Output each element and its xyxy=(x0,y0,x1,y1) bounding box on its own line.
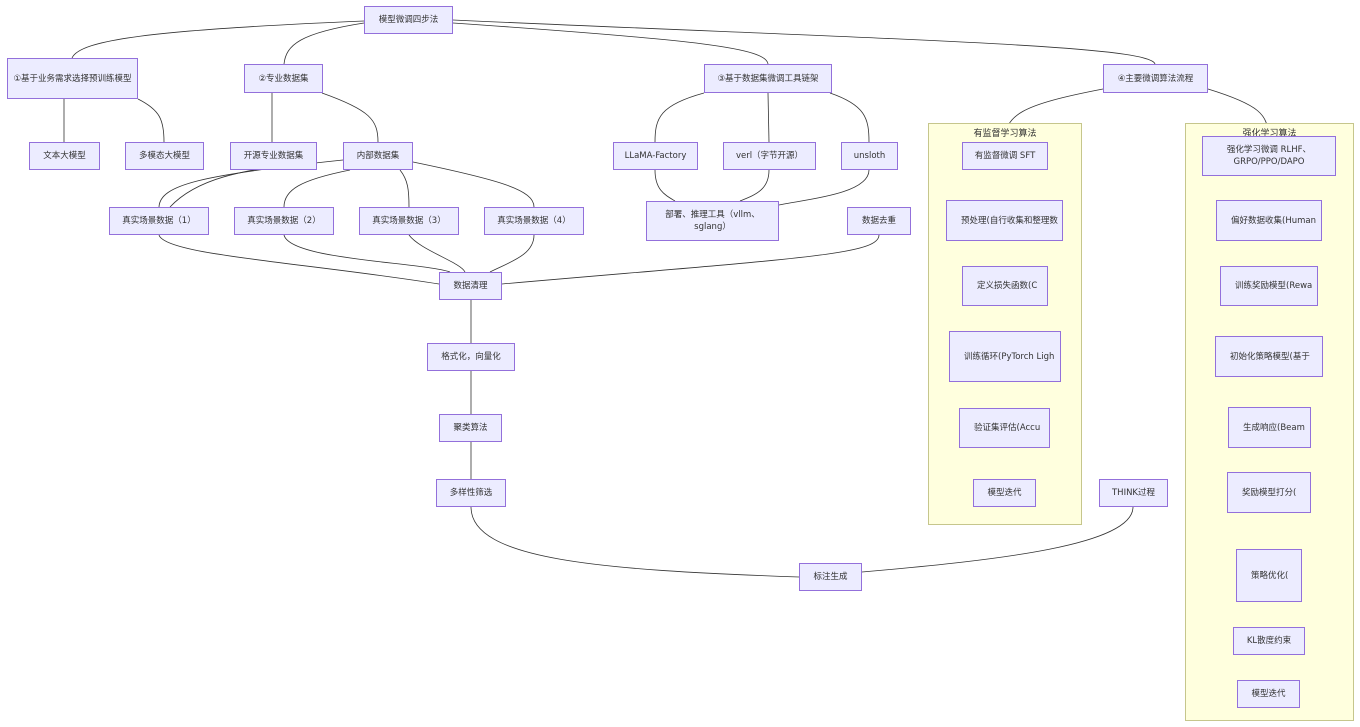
edge-internal-real4 xyxy=(412,161,535,208)
node-reward-model[interactable]: 训练奖励模型(Rewa xyxy=(1220,266,1318,306)
edge-step3-verl xyxy=(767,92,770,143)
node-unsloth[interactable]: unsloth xyxy=(841,142,898,170)
edge-real4-clean xyxy=(489,234,535,273)
subgraph-reinforcement-title: 强化学习算法 xyxy=(1242,129,1297,139)
node-rlhf[interactable]: 强化学习微调 RLHF、GRPO/PPO/DAPO xyxy=(1202,136,1336,176)
node-llama-factory[interactable]: LLaMA-Factory xyxy=(613,142,698,170)
edge-real2-clean xyxy=(283,234,451,273)
node-clustering[interactable]: 聚类算法 xyxy=(439,414,502,442)
subgraph-supervised-title: 有监督学习算法 xyxy=(973,129,1037,139)
edge-root-step1 xyxy=(71,20,365,59)
edge-unsloth-deploy xyxy=(778,169,870,206)
node-multimodal-model[interactable]: 多模态大模型 xyxy=(125,142,204,170)
node-preprocess[interactable]: 预处理(自行收集和整理数 xyxy=(946,200,1063,241)
node-real-data-3[interactable]: 真实场景数据（3） xyxy=(359,207,459,235)
node-step4[interactable]: ④主要微调算法流程 xyxy=(1103,64,1208,93)
edge-root-step4 xyxy=(452,19,1156,65)
node-step2[interactable]: ②专业数据集 xyxy=(244,64,323,93)
edge-dedupe-clean xyxy=(501,234,880,285)
node-root[interactable]: 模型微调四步法 xyxy=(364,6,453,34)
node-real-data-4[interactable]: 真实场景数据（4） xyxy=(484,207,584,235)
edge-step3-unsloth xyxy=(829,92,870,143)
node-formatting[interactable]: 格式化，向量化 xyxy=(427,343,515,371)
node-cleaning[interactable]: 数据清理 xyxy=(439,272,502,300)
node-diversity[interactable]: 多样性筛选 xyxy=(436,479,506,507)
node-val-eval[interactable]: 验证集评估(Accu xyxy=(959,408,1050,448)
node-pref-data[interactable]: 偏好数据收集(Human xyxy=(1216,200,1322,241)
edge-internal-real3 xyxy=(399,169,410,208)
node-gen-response[interactable]: 生成响应(Beam xyxy=(1228,407,1311,448)
node-real-data-2[interactable]: 真实场景数据（2） xyxy=(234,207,334,235)
node-internal-dataset[interactable]: 内部数据集 xyxy=(343,142,413,170)
edge-llama-deploy xyxy=(654,169,676,202)
edge-internal-real2 xyxy=(283,169,351,208)
edge-think-annot xyxy=(861,506,1134,573)
node-step3[interactable]: ③基于数据集微调工具链架 xyxy=(704,64,832,93)
edge-step3-llama xyxy=(654,92,705,143)
edge-root-step3 xyxy=(452,22,769,65)
node-deploy[interactable]: 部署、推理工具（vllm、sglang） xyxy=(646,201,779,241)
node-train-loop[interactable]: 训练循环(PyTorch Ligh xyxy=(949,331,1061,382)
edge-verl-deploy xyxy=(739,169,770,202)
node-init-policy[interactable]: 初始化策略模型(基于 xyxy=(1215,336,1323,377)
node-sft-iterate[interactable]: 模型迭代 xyxy=(973,479,1036,507)
node-think[interactable]: THINK过程 xyxy=(1099,479,1168,507)
edge-diversity-annot xyxy=(470,506,800,578)
subgraph-supervised: 有监督学习算法 xyxy=(928,123,1082,525)
node-text-model[interactable]: 文本大模型 xyxy=(29,142,100,170)
node-rl-iterate[interactable]: 模型迭代 xyxy=(1237,680,1300,708)
edge-real3-clean xyxy=(408,234,466,273)
node-open-dataset[interactable]: 开源专业数据集 xyxy=(230,142,317,170)
node-policy-opt[interactable]: 策略优化( xyxy=(1236,549,1302,602)
edge-real1-clean xyxy=(158,234,440,285)
node-dedupe[interactable]: 数据去重 xyxy=(847,207,911,235)
node-real-data-1[interactable]: 真实场景数据（1） xyxy=(109,207,209,235)
edge-step2-internal xyxy=(321,92,379,143)
node-sft[interactable]: 有监督微调 SFT xyxy=(962,142,1048,170)
node-annotation[interactable]: 标注生成 xyxy=(799,563,862,591)
node-reward-score[interactable]: 奖励模型打分( xyxy=(1227,472,1311,513)
node-kl-constraint[interactable]: KL散度约束 xyxy=(1233,627,1305,655)
node-loss-fn[interactable]: 定义损失函数(C xyxy=(962,266,1048,306)
edge-step1-multi xyxy=(137,98,165,143)
node-step1[interactable]: ①基于业务需求选择预训练模型 xyxy=(7,58,138,99)
edge-root-step2 xyxy=(283,22,365,65)
node-verl[interactable]: verl（字节开源） xyxy=(723,142,816,170)
